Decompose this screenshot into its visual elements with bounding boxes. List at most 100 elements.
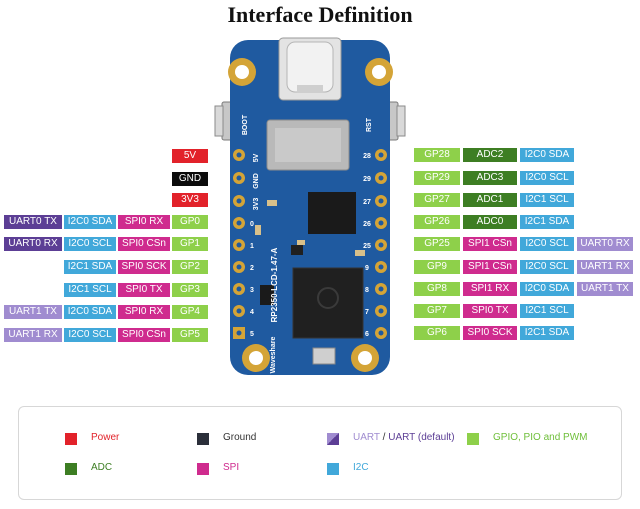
silk-left-pin: 5	[250, 331, 254, 338]
legend-label: GPIO, PIO and PWM	[493, 432, 588, 443]
pin-label-uart-default: UART0 RX	[4, 237, 62, 251]
silk-left-pin: 5V	[253, 153, 260, 162]
pin-label-power: 5V	[172, 149, 208, 163]
gpio-swatch-icon	[467, 433, 479, 445]
silk-rst-label: RST	[366, 117, 373, 132]
silk-right-pin: 8	[365, 287, 369, 294]
pin-label-adc: ADC0	[463, 215, 517, 229]
pin-label-i2c: I2C0 SDA	[520, 148, 574, 162]
mounting-hole	[365, 58, 393, 86]
silk-right-pin: 28	[363, 153, 371, 160]
mounting-hole	[351, 344, 379, 372]
pin-label-gpio: GP6	[414, 326, 460, 340]
silk-right-pin: 25	[363, 243, 371, 250]
silk-left-pin: GND	[253, 173, 260, 189]
pin-label-spi: SPI0 TX	[118, 283, 170, 297]
pin-label-gpio: GP29	[414, 171, 460, 185]
silk-right-pin: 7	[365, 309, 369, 316]
pin-label-spi: SPI0 SCK	[463, 326, 517, 340]
legend-label: SPI	[223, 462, 240, 473]
pin-label-gpio: GP4	[172, 305, 208, 319]
left-header-pads	[233, 149, 245, 339]
silk-left-pin: 3V3	[253, 198, 260, 211]
silk-board-name: RP2350-LCD-1.47-A	[270, 247, 279, 322]
power-swatch-icon	[65, 433, 77, 445]
pin-label-i2c: I2C0 SDA	[520, 282, 574, 296]
pin-label-gpio: GP8	[414, 282, 460, 296]
pin-label-power: 3V3	[172, 193, 208, 207]
board-illustration: 5V GND 3V3 0 1 2 3 4 5 28 29 27 26 25 9 …	[214, 37, 406, 375]
pin-label-ground: GND	[172, 172, 208, 186]
silk-right-pin: 29	[363, 176, 371, 183]
legend-label-sep: /	[379, 432, 389, 443]
legend-label-uart-default: UART (default)	[388, 432, 455, 443]
flash-chip	[308, 192, 356, 234]
pin-label-i2c: I2C0 SDA	[64, 215, 116, 229]
pin-label-spi: SPI0 RX	[118, 215, 170, 229]
ground-swatch-icon	[197, 433, 209, 445]
legend-label-uart: UART	[353, 432, 380, 443]
pin-label-uart: UART1 TX	[577, 282, 633, 296]
silk-right-pin: 9	[365, 265, 369, 272]
legend: Power Ground UART / UART (default) GPIO,…	[18, 406, 622, 500]
legend-label: I2C	[353, 462, 369, 473]
pin-label-spi: SPI0 CSn	[118, 237, 170, 251]
page-title: Interface Definition	[227, 2, 413, 27]
pin-label-gpio: GP1	[172, 237, 208, 251]
pin-label-gpio: GP2	[172, 260, 208, 274]
pin-label-uart: UART1 TX	[4, 305, 62, 319]
pin-label-i2c: I2C1 SCL	[64, 283, 116, 297]
pin-label-i2c: I2C0 SCL	[64, 328, 116, 342]
adc-swatch-icon	[65, 463, 77, 475]
uart-swatch-icon	[327, 433, 339, 445]
pin-label-i2c: I2C1 SDA	[520, 326, 574, 340]
pin-label-spi: SPI1 CSn	[463, 260, 517, 274]
spi-swatch-icon	[197, 463, 209, 475]
silk-left-pin: 2	[250, 265, 254, 272]
silk-right-pin: 6	[365, 331, 369, 338]
pin-label-spi: SPI1 CSn	[463, 237, 517, 251]
pin-label-spi: SPI0 RX	[118, 305, 170, 319]
pin-label-gpio: GP9	[414, 260, 460, 274]
right-header-pads	[375, 149, 387, 339]
pin-label-gpio: GP26	[414, 215, 460, 229]
pin-label-i2c: I2C1 SCL	[520, 304, 574, 318]
pin-label-uart: UART1 RX	[4, 328, 62, 342]
silk-right-pin: 26	[363, 221, 371, 228]
pin-label-uart: UART1 RX	[577, 260, 633, 274]
silk-brand: Waveshare	[270, 337, 277, 374]
pin-label-i2c: I2C0 SCL	[520, 260, 574, 274]
pin-label-i2c: I2C0 SDA	[64, 305, 116, 319]
pin-label-gpio: GP28	[414, 148, 460, 162]
legend-label-group: UART / UART (default)	[353, 432, 455, 443]
pin-label-gpio: GP25	[414, 237, 460, 251]
pin-label-adc: ADC3	[463, 171, 517, 185]
pin-label-spi: SPI0 CSn	[118, 328, 170, 342]
pin-label-gpio: GP27	[414, 193, 460, 207]
usb-c-connector	[278, 37, 342, 101]
rp2350-chip	[292, 267, 364, 339]
silk-boot-label: BOOT	[242, 114, 249, 135]
mounting-hole	[228, 58, 256, 86]
silk-left-pin: 4	[250, 309, 254, 316]
pin-label-uart-default: UART0 TX	[4, 215, 62, 229]
pin-label-spi: SPI1 RX	[463, 282, 517, 296]
i2c-swatch-icon	[327, 463, 339, 475]
legend-label: Ground	[223, 432, 257, 443]
pin-label-adc: ADC1	[463, 193, 517, 207]
pin-label-spi: SPI0 SCK	[118, 260, 170, 274]
silk-left-pin: 1	[250, 243, 254, 250]
mounting-hole	[242, 344, 270, 372]
legend-label: ADC	[91, 462, 113, 473]
pin-label-uart: UART0 RX	[577, 237, 633, 251]
pin-label-i2c: I2C0 SCL	[520, 237, 574, 251]
pin-label-gpio: GP0	[172, 215, 208, 229]
pin-label-i2c: I2C0 SCL	[520, 171, 574, 185]
pin-label-gpio: GP7	[414, 304, 460, 318]
silk-right-pin: 27	[363, 199, 371, 206]
pin-label-i2c: I2C1 SDA	[520, 215, 574, 229]
pin-label-i2c: I2C1 SDA	[64, 260, 116, 274]
pin-label-spi: SPI0 TX	[463, 304, 517, 318]
pin-label-gpio: GP5	[172, 328, 208, 342]
pin-label-i2c: I2C1 SCL	[520, 193, 574, 207]
